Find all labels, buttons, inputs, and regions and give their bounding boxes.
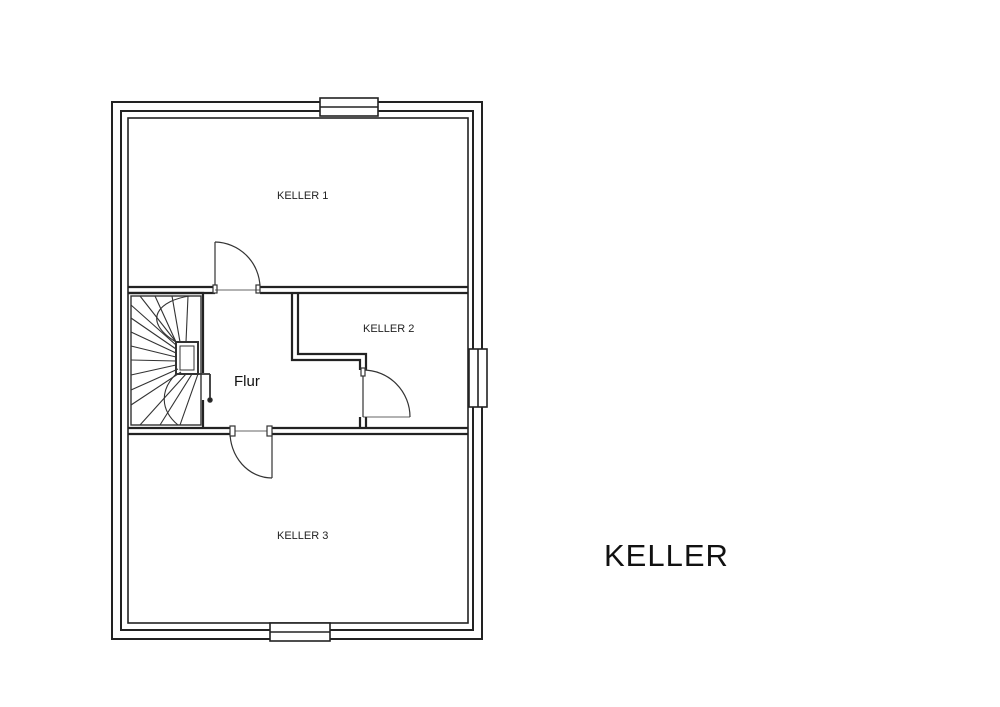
room-label-flur: Flur [234, 373, 260, 390]
interior-walls [128, 285, 468, 436]
room-label-keller-2: KELLER 2 [363, 323, 414, 335]
stair-core [175, 341, 199, 375]
doors [212, 241, 411, 479]
windows [269, 97, 488, 642]
floor-title: KELLER [604, 538, 729, 573]
staircase [130, 295, 213, 426]
outer-walls [111, 101, 483, 640]
room-label-keller-1: KELLER 1 [277, 190, 328, 202]
room-label-keller-3: KELLER 3 [277, 530, 328, 542]
